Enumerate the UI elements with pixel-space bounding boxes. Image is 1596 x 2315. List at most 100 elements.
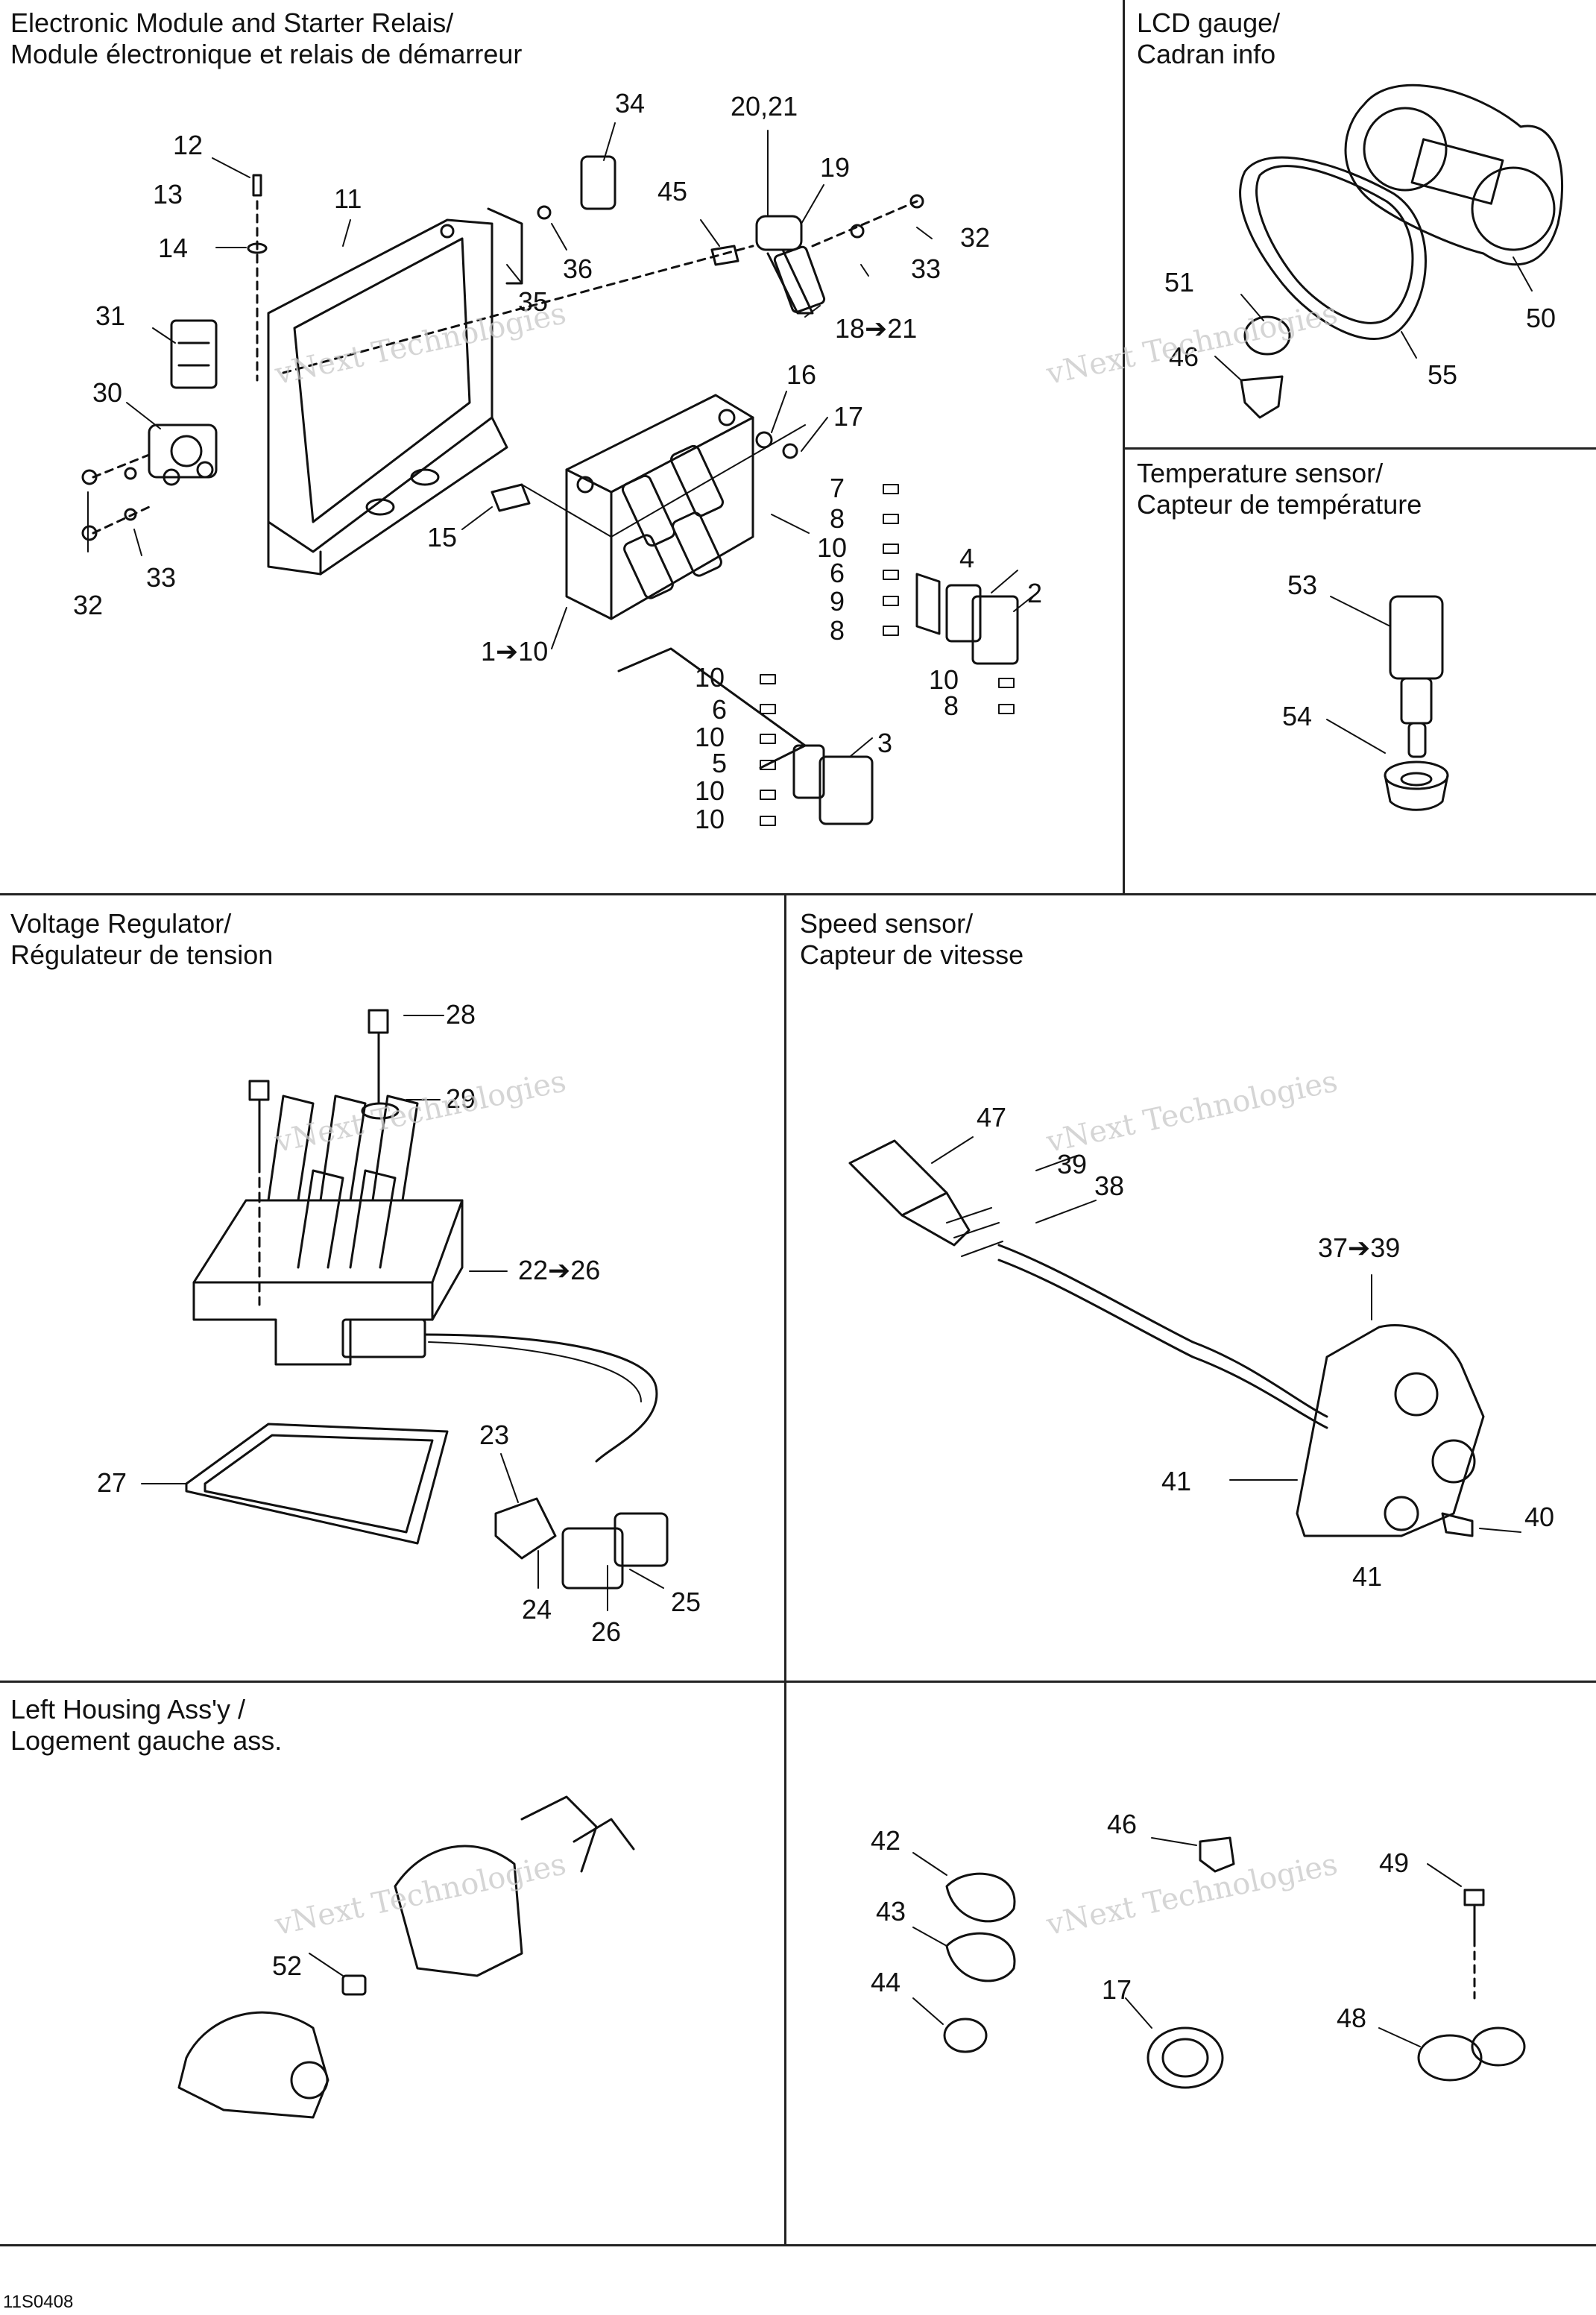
callout-3: 3 xyxy=(877,728,893,758)
clamp-43-part xyxy=(945,1932,1016,1982)
connector-31-part xyxy=(170,319,218,389)
connector-47-part xyxy=(848,1139,971,1247)
callout-54: 54 xyxy=(1282,701,1313,731)
clip-45-part xyxy=(710,245,739,266)
connector-25-part xyxy=(561,1512,669,1590)
washer-part xyxy=(124,467,137,480)
callout-8b: 8 xyxy=(830,615,845,646)
callout-12: 12 xyxy=(173,130,204,160)
divider-vertical-bottom xyxy=(784,893,786,2246)
callout-46a: 46 xyxy=(1169,341,1199,372)
callout-46b: 46 xyxy=(1107,1809,1138,1839)
speed-sensor-part xyxy=(1296,1323,1485,1537)
nut-46b-part xyxy=(1199,1836,1235,1873)
leader-box xyxy=(617,647,807,769)
callout-15: 15 xyxy=(427,522,458,552)
callout-52: 52 xyxy=(272,1950,303,1981)
callout-31: 31 xyxy=(95,300,126,331)
callout-1-10: 1➔10 xyxy=(481,636,549,667)
divider-row1 xyxy=(0,893,1596,895)
title-en: LCD gauge/ xyxy=(1137,7,1281,38)
callout-14: 14 xyxy=(158,233,189,263)
drawing-code: 11S0408 xyxy=(3,2292,74,2312)
lcd-gauge-part xyxy=(1344,84,1563,266)
connector-3-part xyxy=(792,744,874,825)
callout-38: 38 xyxy=(1094,1171,1125,1201)
callout-33a: 33 xyxy=(146,562,177,593)
regulator-wire xyxy=(423,1333,658,1463)
callout-40: 40 xyxy=(1524,1502,1555,1532)
panel-title-temperature-sensor: Temperature sensor/ Capteur de températu… xyxy=(1137,458,1422,520)
nut-17-part xyxy=(782,443,798,459)
clamp-42-part xyxy=(945,1872,1016,1923)
callout-43: 43 xyxy=(876,1896,906,1927)
gasket-27-part xyxy=(185,1423,449,1545)
voltage-regulator-part xyxy=(192,1094,464,1366)
title-fr: Logement gauche ass. xyxy=(10,1725,283,1756)
clip-35-part xyxy=(487,207,523,285)
callout-6a: 6 xyxy=(830,558,845,588)
title-en: Speed sensor/ xyxy=(800,908,974,939)
clamp-48-part xyxy=(1417,2026,1526,2082)
callout-41b: 41 xyxy=(1352,1561,1383,1592)
clamp-51-part xyxy=(1243,315,1291,356)
switch-52-part xyxy=(341,1974,367,1996)
callout-8c: 8 xyxy=(944,690,959,721)
connector-34-part xyxy=(580,155,616,210)
nut-part xyxy=(81,525,98,541)
callout-36: 36 xyxy=(563,253,593,284)
callout-50: 50 xyxy=(1526,303,1556,333)
callout-29: 29 xyxy=(446,1083,476,1114)
callout-19: 19 xyxy=(820,152,851,183)
callout-10b: 10 xyxy=(929,664,959,695)
clamp-17b-part xyxy=(1146,2026,1224,2089)
title-fr: Capteur de vitesse xyxy=(800,939,1024,970)
callout-32b: 32 xyxy=(960,222,991,253)
screw-49-part xyxy=(1463,1889,1485,1940)
title-en: Temperature sensor/ xyxy=(1137,458,1384,488)
grommet-54-part xyxy=(1384,760,1449,811)
clip-15-part xyxy=(491,483,531,512)
bolt-part xyxy=(248,1080,270,1165)
callout-45: 45 xyxy=(657,176,688,207)
callout-6b: 6 xyxy=(712,694,728,725)
starter-solenoid-part xyxy=(755,215,826,315)
callout-30: 30 xyxy=(92,377,123,408)
title-en: Electronic Module and Starter Relais/ xyxy=(10,7,454,38)
clamp-44-part xyxy=(943,2018,988,2053)
callout-24: 24 xyxy=(522,1594,552,1625)
callout-47: 47 xyxy=(977,1102,1007,1133)
housing-body-part xyxy=(177,2011,329,2119)
connector-2-part xyxy=(915,573,1019,665)
callout-17b: 17 xyxy=(1102,1974,1132,2005)
leader-lines xyxy=(87,122,1533,2047)
callout-8a: 8 xyxy=(830,503,845,534)
callout-13: 13 xyxy=(153,179,183,210)
callout-28: 28 xyxy=(446,999,476,1030)
callout-44: 44 xyxy=(871,1967,901,1997)
title-fr: Capteur de température xyxy=(1137,489,1422,520)
callout-16: 16 xyxy=(786,359,817,390)
bolt-28-part xyxy=(368,1009,389,1105)
callout-11: 11 xyxy=(334,183,362,214)
callout-35: 35 xyxy=(518,286,549,317)
callout-55: 55 xyxy=(1428,359,1458,390)
screw-40-part xyxy=(1441,1512,1474,1537)
washer-part xyxy=(909,194,924,209)
callout-39: 39 xyxy=(1057,1149,1088,1179)
callout-2: 2 xyxy=(1027,578,1043,608)
panel-title-speed-sensor: Speed sensor/ Capteur de vitesse xyxy=(800,908,1023,971)
starter-relay-part xyxy=(148,423,218,486)
nut-46-part xyxy=(1240,375,1284,419)
sensor-wire xyxy=(997,1244,1328,1418)
callout-32a: 32 xyxy=(73,590,104,620)
callout-10f: 10 xyxy=(695,804,725,834)
callout-42: 42 xyxy=(871,1825,901,1856)
callout-4: 4 xyxy=(959,543,975,573)
panel-title-electronic-module: Electronic Module and Starter Relais/ Mo… xyxy=(10,7,522,70)
callout-26: 26 xyxy=(591,1616,622,1647)
washer-29-part xyxy=(361,1102,400,1120)
electronic-module-part xyxy=(565,394,754,620)
title-en: Left Housing Ass'y / xyxy=(10,1694,246,1725)
callout-41a: 41 xyxy=(1161,1466,1192,1496)
